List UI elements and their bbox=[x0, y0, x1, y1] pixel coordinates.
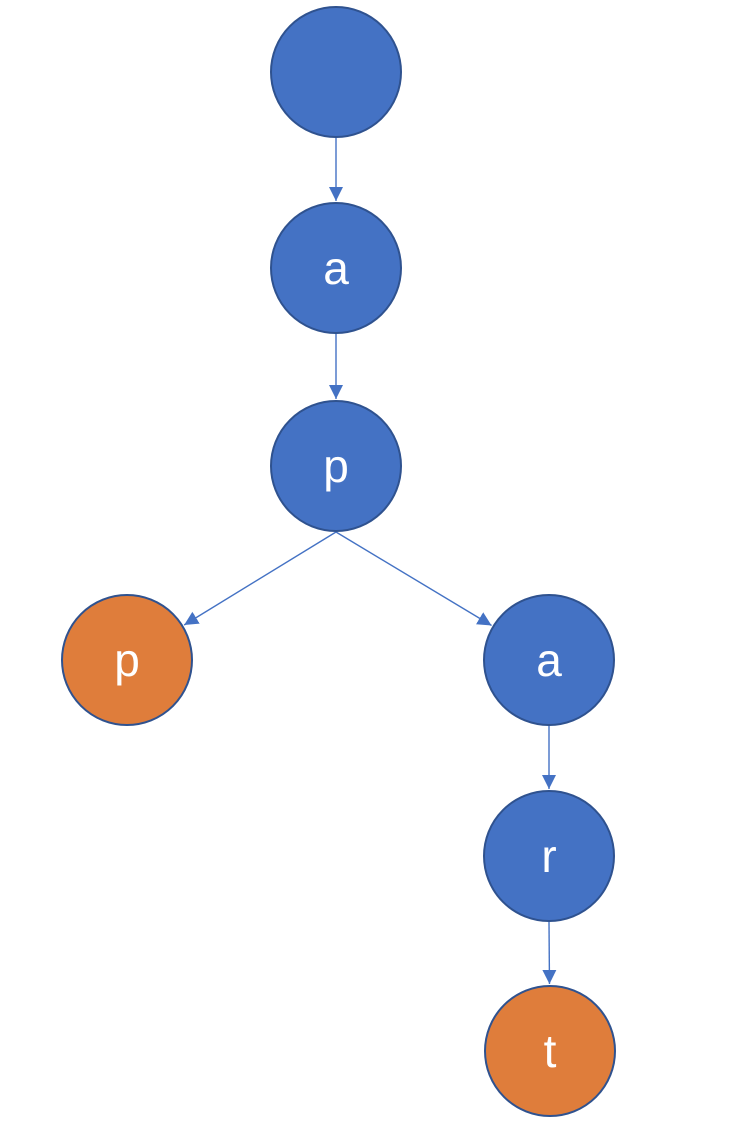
node-label: r bbox=[541, 830, 557, 882]
node-label: a bbox=[536, 634, 562, 686]
tree-node-a1: a bbox=[270, 202, 402, 334]
node-label: p bbox=[323, 440, 349, 492]
tree-node-root bbox=[270, 6, 402, 138]
node-label: a bbox=[323, 242, 349, 294]
tree-node-r1: r bbox=[483, 790, 615, 922]
tree-node-t1: t bbox=[484, 985, 616, 1117]
node-label: t bbox=[543, 1025, 557, 1077]
tree-node-p1: p bbox=[270, 400, 402, 532]
node-label: p bbox=[114, 634, 140, 686]
tree-node-p2: p bbox=[61, 594, 193, 726]
tree-node-a2: a bbox=[483, 594, 615, 726]
